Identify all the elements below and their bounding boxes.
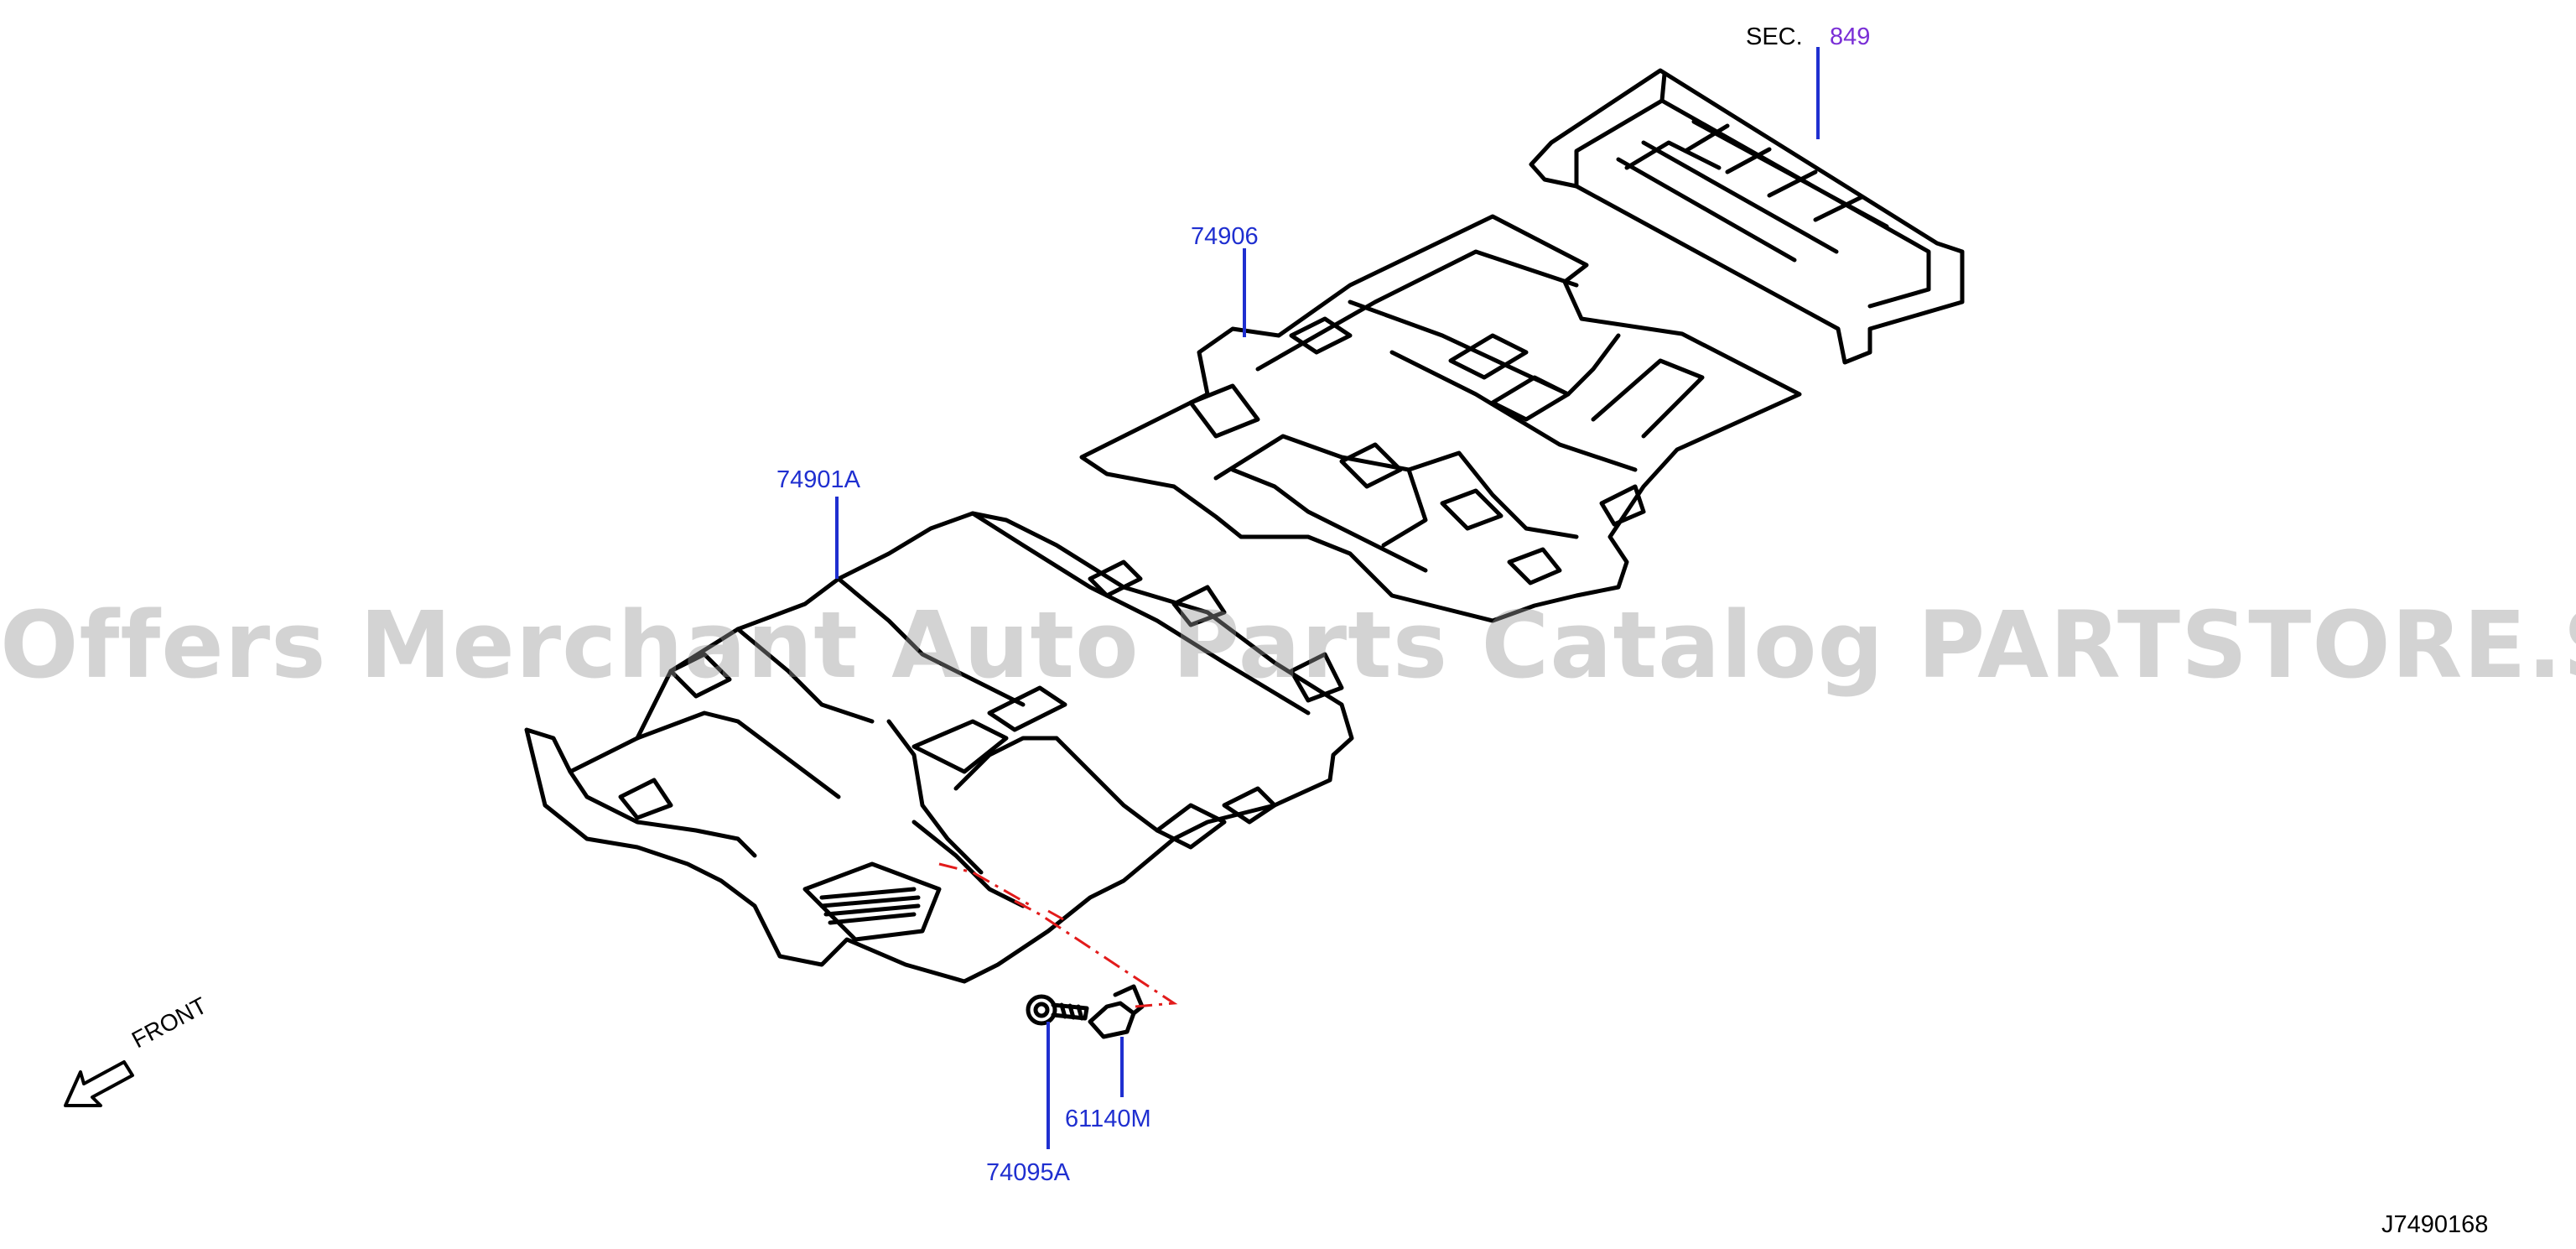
rear-shelf-drawing <box>1529 68 1965 365</box>
rear-carpet-drawing <box>1079 214 1802 623</box>
section-number-link[interactable]: 849 <box>1830 23 1871 50</box>
bracket-drawing <box>1088 984 1145 1039</box>
callout-74095a[interactable]: 74095A <box>986 1159 1070 1186</box>
diagram-id: J7490168 <box>2381 1211 2489 1238</box>
front-carpet-drawing <box>524 511 1354 984</box>
callout-74901a[interactable]: 74901A <box>776 466 860 493</box>
dashed-link-lines <box>938 862 1178 1008</box>
bolt-drawing <box>1026 994 1089 1026</box>
section-prefix: SEC. <box>1746 23 1803 50</box>
watermark-text: Offers Merchant Auto Parts Catalog PARTS… <box>0 591 2576 699</box>
front-arrow-icon <box>64 1060 134 1107</box>
callout-74906[interactable]: 74906 <box>1191 223 1259 250</box>
callout-61140m[interactable]: 61140M <box>1065 1106 1151 1132</box>
